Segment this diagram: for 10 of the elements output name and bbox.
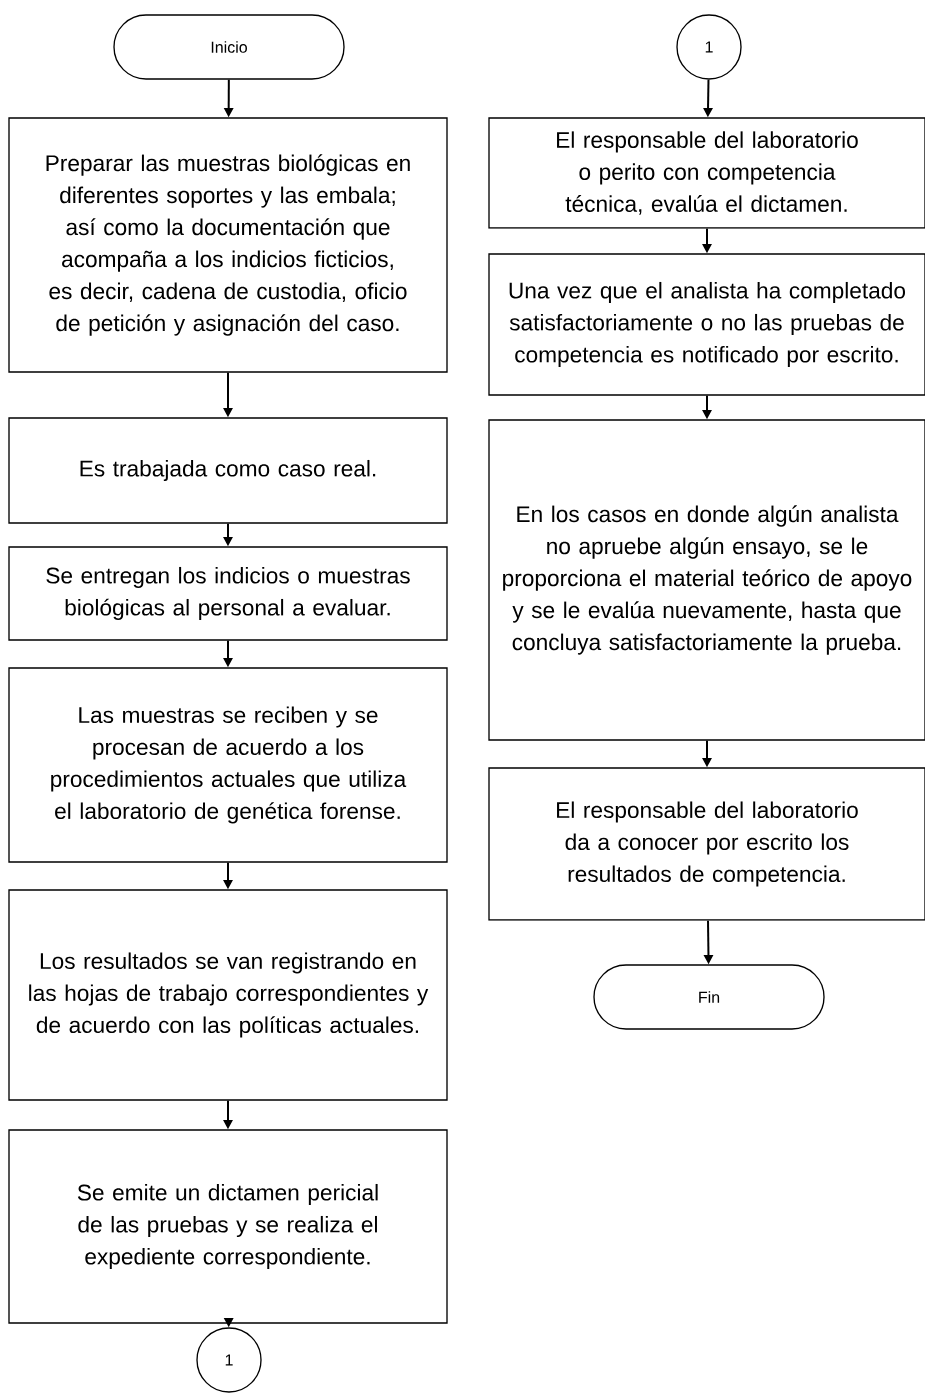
process-box: Una vez que el analista ha completado satisfactoriamente o no las pruebas de competencia es notificado por escrito. <box>488 253 925 396</box>
process-box: En los casos en donde algún analista no apruebe algún ensayo, se le proporciona el material teórico de apoyo y se le evalúa nuevamente, hasta que concluya satisfactoriamente la prueba. <box>488 419 925 741</box>
process-box: Preparar las muestras biológicas en diferentes soportes y las embala; así como la documentación que acompaña a los indicios ficticios, es decir, cadena de custodia, oficio de petición y asignación del caso. <box>8 117 448 373</box>
process-box: Los resultados se van registrando en las hojas de trabajo correspondientes y de acuerdo con las políticas actuales. <box>8 889 448 1101</box>
process-box: El responsable del laboratorio da a conocer por escrito los resultados de competencia. <box>488 767 925 921</box>
process-box: Se emite un dictamen pericial de las pruebas y se realiza el expediente correspondiente. <box>8 1129 448 1324</box>
process-box: Es trabajada como caso real. <box>8 417 448 524</box>
process-box: Las muestras se reciben y se procesan de acuerdo a los procedimientos actuales que utiliza el laboratorio de genética forense. <box>8 667 448 863</box>
process-box: Se entregan los indicios o muestras biológicas al personal a evaluar. <box>8 546 448 641</box>
process-box: El responsable del laboratorio o perito con competencia técnica, evalúa el dictamen. <box>488 117 925 229</box>
